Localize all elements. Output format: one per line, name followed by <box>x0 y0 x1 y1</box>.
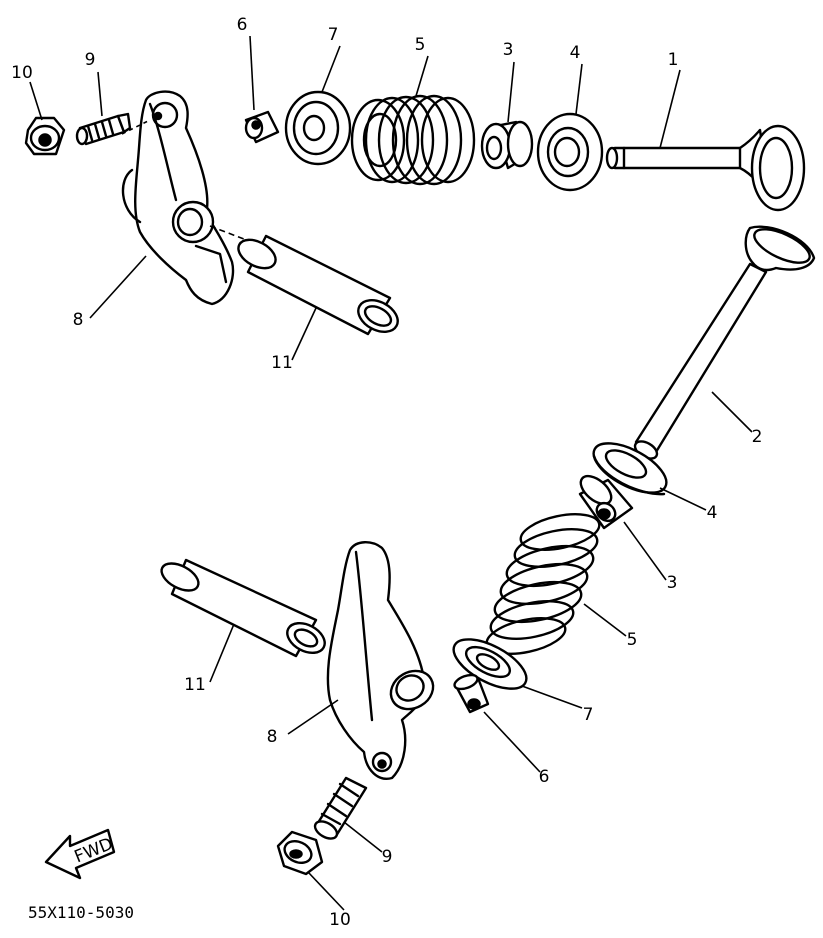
part-6-cotter-bottom <box>453 673 490 714</box>
callout-numbers: 10 9 6 7 5 3 4 1 8 11 2 4 3 5 7 11 8 6 9 10 <box>11 15 762 930</box>
callout-c-11-top: 11 <box>271 353 293 373</box>
callout-c-2: 2 <box>752 427 763 447</box>
callout-c-8-top: 8 <box>73 310 84 330</box>
callout-c-9-top: 9 <box>85 50 96 70</box>
callout-c-7-bot: 7 <box>583 705 594 725</box>
part-5-spring-top <box>350 94 476 186</box>
part-9-screw-bottom <box>313 776 368 840</box>
callout-c-3-bot: 3 <box>667 573 678 593</box>
part-3-stem-seal-bottom <box>578 474 634 530</box>
callout-c-10-top: 10 <box>11 63 33 83</box>
part-9-screw-top <box>75 112 132 146</box>
callout-c-11-bot: 11 <box>184 675 206 695</box>
part-10-nut-bottom <box>276 830 324 876</box>
callout-c-4-top: 4 <box>570 43 581 63</box>
part-2-valve-exhaust <box>633 225 816 460</box>
fwd-mark-text: FWD <box>72 834 116 867</box>
part-1-valve-intake <box>605 124 806 212</box>
callout-c-1: 1 <box>668 50 679 70</box>
part-4-spring-seat-top <box>536 112 604 192</box>
callout-c-5-bot: 5 <box>627 630 638 650</box>
callout-c-9-bot: 9 <box>382 847 393 867</box>
drawing-code: 55X110-5030 <box>28 903 134 922</box>
part-10-nut-top <box>24 116 66 156</box>
callout-c-8-bot: 8 <box>267 727 278 747</box>
part-8-rocker-arm-bottom <box>326 541 435 780</box>
callout-c-4-bot: 4 <box>707 503 718 523</box>
part-8-rocker-arm-top <box>121 90 235 306</box>
part-7-retainer-bottom <box>452 638 528 690</box>
callout-c-6-bot: 6 <box>539 767 550 787</box>
callout-c-3-top: 3 <box>503 40 514 60</box>
part-4-spring-seat-bottom <box>592 442 668 496</box>
callout-c-7-top: 7 <box>328 25 339 45</box>
part-5-spring-bottom <box>485 513 601 655</box>
part-3-stem-seal-top <box>480 120 534 170</box>
fwd-arrow-icon: FWD <box>44 828 116 880</box>
part-11-shaft-bottom <box>160 558 326 658</box>
part-7-retainer-top <box>284 90 352 166</box>
leader-lines <box>29 35 753 911</box>
part-6-cotter-top <box>244 110 280 144</box>
callout-c-5-top: 5 <box>415 35 426 55</box>
part-11-shaft-top <box>237 234 399 336</box>
callout-c-6-top: 6 <box>237 15 248 35</box>
callout-c-10-bot: 10 <box>329 910 351 930</box>
